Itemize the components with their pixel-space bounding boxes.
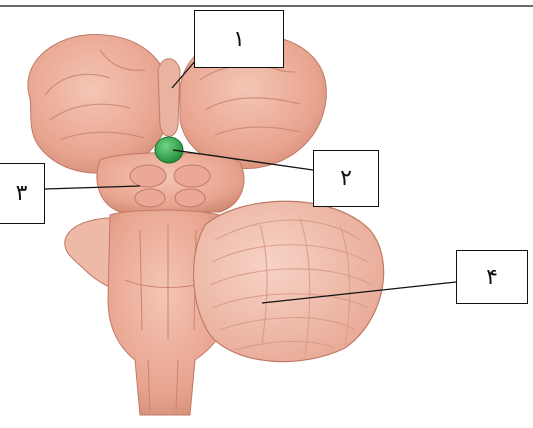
label-box-4: ۴ xyxy=(456,250,528,304)
highlighted-structure xyxy=(155,137,183,163)
midline-stalk xyxy=(158,59,180,137)
label-box-2: ٢ xyxy=(313,150,379,207)
label-box-3: ٣ xyxy=(0,163,45,224)
cerebellum-section xyxy=(194,201,384,361)
label-2-text: ٢ xyxy=(340,166,352,191)
label-1-text: ١ xyxy=(233,27,245,52)
label-3-text: ٣ xyxy=(16,181,28,206)
label-4-text: ۴ xyxy=(486,265,498,290)
label-box-1: ١ xyxy=(194,10,284,68)
